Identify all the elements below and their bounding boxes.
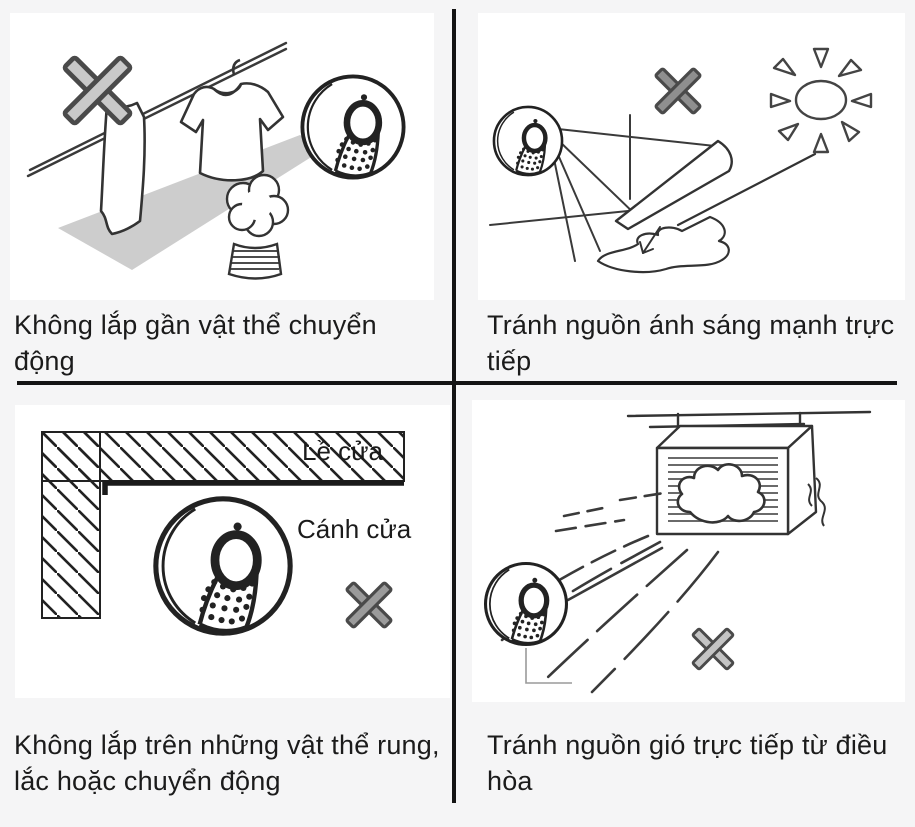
door-frame-illustration	[41, 431, 405, 698]
x-mark-icon	[691, 627, 735, 671]
puddle	[596, 215, 730, 274]
collar	[213, 83, 243, 97]
light-beam	[676, 152, 817, 227]
t-shirt	[179, 58, 285, 182]
vertical-divider	[452, 9, 456, 803]
air-cloud	[676, 463, 766, 524]
motion-sensor-icon	[302, 76, 403, 177]
detection-beams	[489, 114, 716, 262]
aircon-illustration	[472, 410, 872, 694]
drip-arrow	[639, 226, 661, 254]
door-frame-top-hatching	[41, 431, 405, 482]
power-cord	[807, 477, 826, 527]
motion-sensor-icon	[494, 107, 562, 175]
caption-moving-objects: Không lắp gần vật thể chuyển động	[14, 310, 377, 376]
basket-weave	[230, 250, 280, 270]
quadrant-moving-objects-panel	[10, 13, 434, 300]
quadrant-aircon-panel	[472, 400, 905, 702]
door-frame-label: Lề cửa	[302, 436, 384, 466]
fan-wedge	[614, 139, 733, 231]
hanger-hook	[231, 58, 241, 76]
air-conditioner	[655, 424, 826, 536]
quadrant-door-panel	[15, 405, 450, 698]
caption-vibrating-objects: Không lắp trên những vật thể rung, lắc h…	[14, 730, 440, 796]
x-mark-icon	[653, 66, 703, 116]
frame-inner-edge	[102, 480, 404, 495]
airflow-dashes	[500, 491, 720, 694]
door-leaf-label: Cánh cửa	[297, 514, 412, 544]
towel	[99, 101, 146, 236]
sun-icon	[769, 47, 873, 154]
clothes-rod	[26, 41, 288, 178]
clothesline-illustration	[26, 41, 434, 280]
quadrant-sunlight-panel	[478, 13, 905, 300]
x-mark-icon	[64, 57, 131, 124]
horizontal-divider	[17, 381, 897, 385]
x-mark-icon	[344, 580, 394, 630]
motion-sensor-icon	[156, 499, 290, 633]
potted-plant	[225, 173, 290, 280]
door-frame-left-hatching	[41, 431, 101, 619]
motion-sensor-icon	[486, 564, 567, 645]
leader-line	[525, 648, 572, 684]
caption-strong-light: Tránh nguồn ánh sáng mạnh trực tiếp	[487, 310, 895, 376]
sunlight-illustration	[489, 47, 873, 274]
caption-aircon-wind: Tránh nguồn gió trực tiếp từ điều hòa	[487, 730, 888, 796]
